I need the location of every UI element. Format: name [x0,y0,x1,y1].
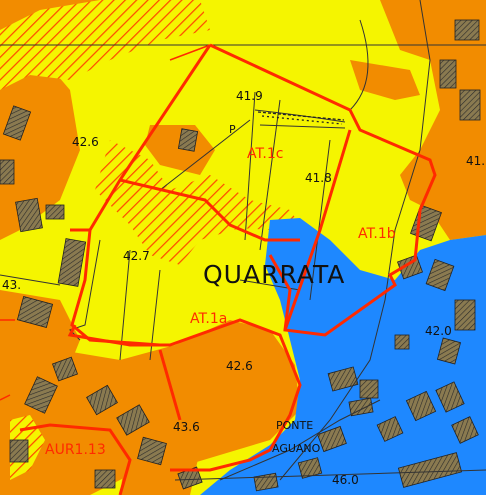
zone-boundaries-thin [0,44,211,401]
zone-label-at1a: AT.1a [190,311,227,327]
roads [0,0,486,481]
locality-line1: PONTE [276,419,313,432]
elevation-label: 41.9 [236,89,263,103]
place-name: QUARRATA [203,260,345,289]
elevation-label: 42.7 [123,249,150,263]
buildings [0,19,481,492]
locality-line2: AGUANO [272,442,321,455]
elevation-label: 46.0 [332,473,359,487]
map-marker-label: P [229,123,236,136]
elevation-label: 41. [466,154,485,168]
hedge-symbol [257,111,345,125]
zone-label-at1c: AT.1c [247,146,283,162]
elevation-label: 42.6 [72,135,99,149]
zone-label-aur113: AUR1.13 [45,442,106,458]
zone-boundaries [19,43,437,495]
elevation-label: 42.6 [226,359,253,373]
elevation-label: 43. [2,278,21,292]
elevation-label: 42.0 [425,324,452,338]
zone-label-at1b: AT.1b [358,226,396,242]
elevation-label: 43.6 [173,420,200,434]
elevation-label: 41.8 [305,171,332,185]
water-zone [200,218,486,495]
